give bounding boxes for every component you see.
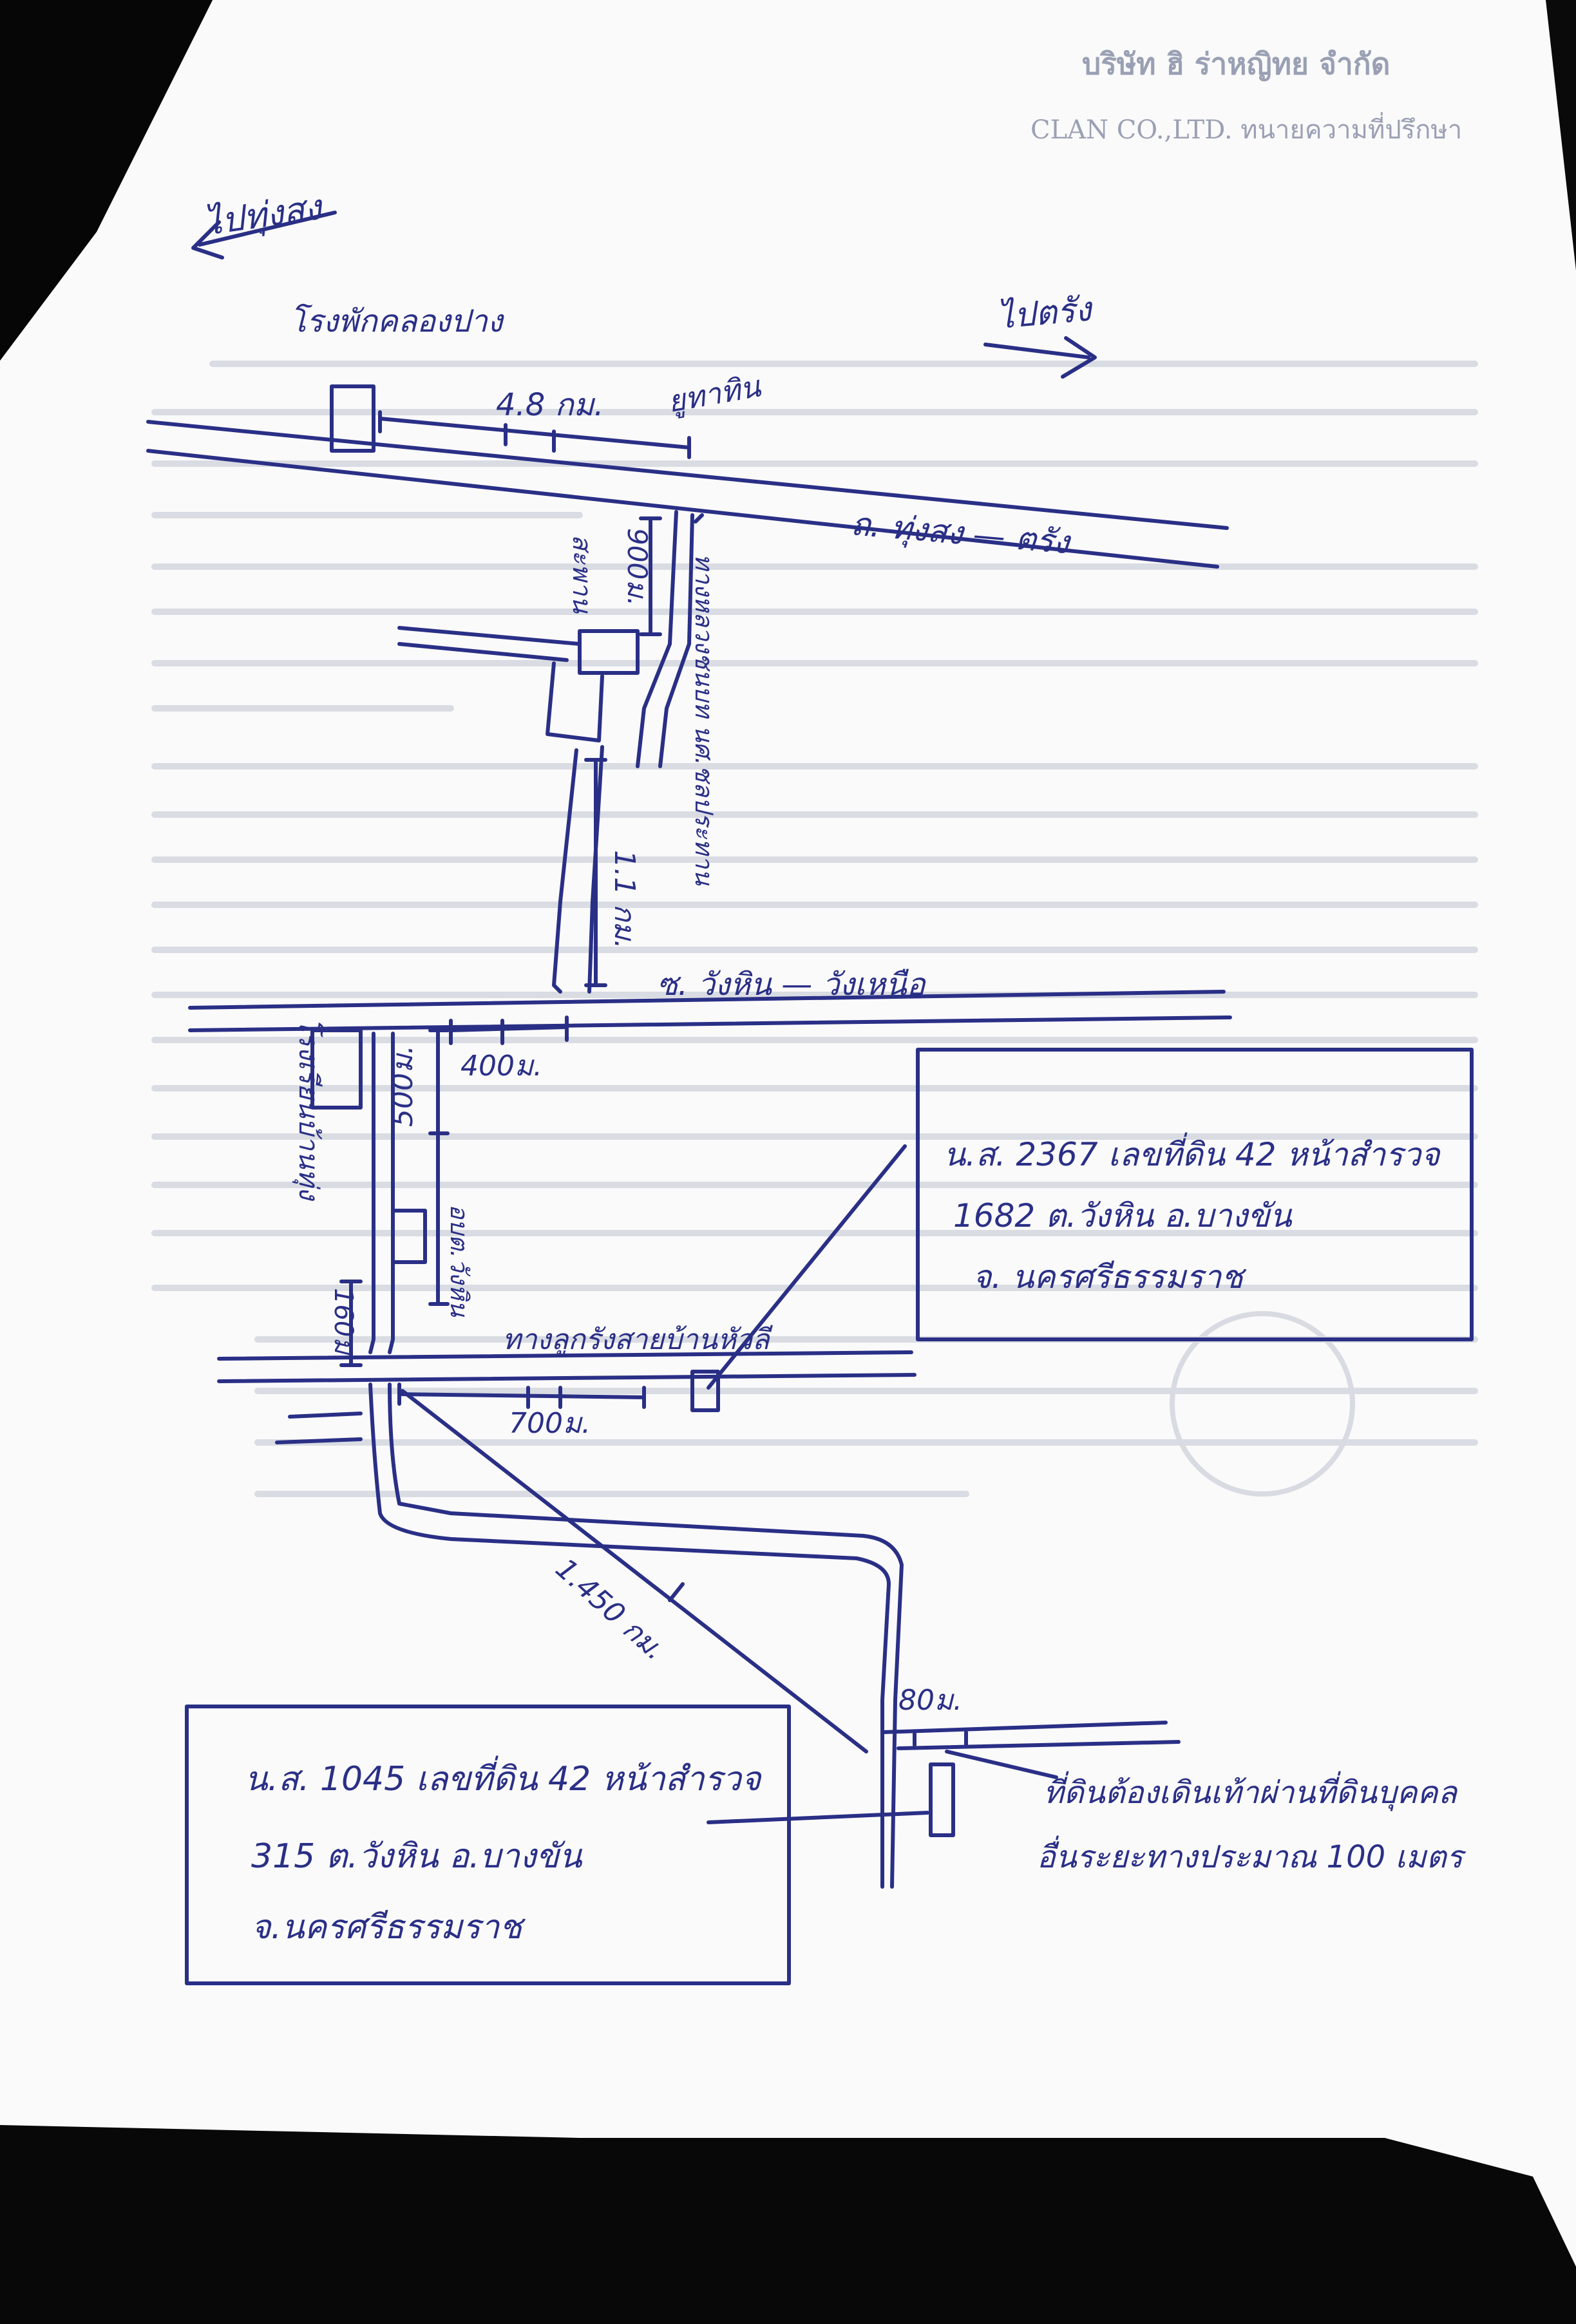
arrow-right-shaft: [983, 343, 1090, 359]
deed-2-line-1: น.ส. 1045 เลขที่ดิน 42 หน้าสำรวจ: [245, 1755, 763, 1799]
deed-2-line-3: จ.นครศรีธรรมราช: [251, 1908, 526, 1947]
label-distance-400m: 400ม.: [460, 1050, 542, 1082]
scanner-shadow-right: [1546, 0, 1576, 270]
note-line-1: ที่ดินต้องเดินเท้าผ่านที่ดินบุคคล: [1043, 1771, 1459, 1811]
label-to-trang: ไปตรัง: [996, 290, 1096, 337]
scanner-shadow-top: [0, 0, 213, 361]
label-vertical-note: ทางหลวงชนบท นศ.ชลประทาน: [690, 554, 718, 886]
secondary-road-edge-top: [188, 990, 1226, 1010]
label-bridge: สะพาน: [567, 534, 596, 614]
side-road-right-edge: [658, 513, 694, 768]
label-secondary-road: ซ. วังหิน — วังเหนือ: [657, 967, 927, 1003]
bleed-through-lines: [151, 361, 1478, 1497]
school-left-box: [310, 1028, 363, 1110]
arrow-left-head: [191, 220, 224, 260]
vertical-road-left: [368, 1032, 375, 1354]
label-distance-900m: 900ม.: [622, 528, 653, 606]
letterhead-ref: CLAN CO.,LTD. ทนายความที่ปรึกษา: [1030, 112, 1462, 145]
arrow-right-head: [1061, 336, 1097, 379]
bridge-box: [578, 629, 640, 675]
secondary-road-edge-bottom: [188, 1016, 1232, 1032]
label-distance-500m: 500ม.: [386, 1045, 419, 1127]
target-marker-1: [690, 1370, 720, 1412]
side-road-left-edge: [636, 510, 678, 768]
note-line-2: อื่นระยะทางประมาณ 100 เมตร: [1037, 1835, 1467, 1875]
stamp-ghost: [1170, 1311, 1355, 1497]
target-marker-2: [929, 1762, 955, 1837]
main-road-edge-bottom: [146, 449, 1219, 569]
office-box: [391, 1209, 427, 1264]
label-laterite-road: ทางลูกรังสายบ้านหัวลี: [502, 1323, 774, 1357]
arrow-left-shaft: [198, 211, 337, 247]
label-distance-80m: 80ม.: [898, 1684, 962, 1717]
label-distance-700m: 700ม.: [509, 1407, 591, 1440]
scanner-shadow-bottom: [0, 2125, 1576, 2324]
label-distance-160m: 160ม.: [328, 1288, 358, 1362]
label-school-khlong-pang: โรงพักคลองปาง: [290, 303, 505, 339]
label-distance-1-1km: 1.1 กม.: [608, 850, 641, 949]
school-box: [330, 384, 375, 453]
laterite-road-bottom: [217, 1373, 916, 1383]
deed-2-line-2: 315 ต.วังหิน อ.บางขัน: [251, 1837, 583, 1876]
winding-road-right: [388, 1383, 904, 1889]
winding-road-left: [368, 1383, 891, 1889]
deed-1-line-1: น.ส. 2367 เลขที่ดิน 42 หน้าสำรวจ: [944, 1132, 1441, 1173]
deed-box-2-frame: [185, 1705, 791, 1985]
vertical-road-right: [388, 1032, 395, 1354]
label-school-wang-hin: โรงเรียนบ้านทุ่ง: [292, 1017, 325, 1202]
label-distance-4-8km: 4.8 กม.: [496, 387, 604, 423]
deed-1-line-3: จ. นครศรีธรรมราช: [973, 1258, 1247, 1296]
laterite-road-top: [217, 1350, 913, 1361]
deed-box-1-frame: [916, 1048, 1474, 1341]
main-road-edge-top: [146, 420, 1229, 530]
letterhead-company: บริษัท ฮิ ร่าหญิทย จำกัด: [1082, 46, 1391, 81]
road-lines: [146, 211, 1232, 1889]
label-office-name: อบต.วังหิน: [445, 1204, 473, 1318]
deed-1-line-2: 1682 ต.วังหิน อ.บางขัน: [953, 1197, 1293, 1234]
